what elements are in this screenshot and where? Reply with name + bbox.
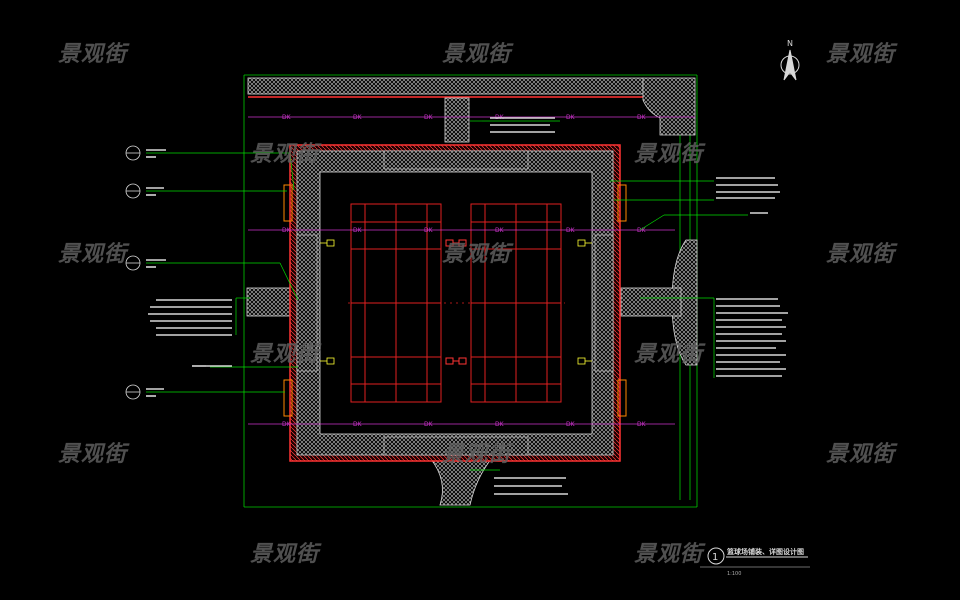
dk-label: DK [282, 421, 292, 428]
watermark: 景观街 [826, 42, 896, 67]
dk-label: DK [637, 114, 647, 121]
annotation-text-bars [146, 117, 788, 495]
watermark: 景观街 [250, 542, 320, 567]
dk-label: DK [566, 227, 576, 234]
dk-label: DK [282, 227, 292, 234]
watermark: 景观街 [250, 342, 320, 367]
dk-label: DK [424, 114, 434, 121]
watermark: 景观街 [442, 42, 512, 67]
dk-label: DK [637, 421, 647, 428]
dk-label: DK [353, 421, 363, 428]
light-markers [320, 239, 592, 365]
title-number: 1 [712, 552, 718, 563]
watermark: 景观街 [442, 242, 512, 267]
dk-label: DK [282, 114, 292, 121]
dk-label: DK [637, 227, 647, 234]
top-paving-strip [247, 77, 696, 136]
watermark: 景观街 [826, 442, 896, 467]
dk-label: DK [424, 227, 434, 234]
watermark: 景观街 [826, 242, 896, 267]
watermark: 景观街 [634, 342, 704, 367]
watermark: 景观街 [442, 442, 512, 467]
watermark: 景观街 [634, 142, 704, 167]
watermark: 景观街 [58, 442, 128, 467]
dk-label: DK [566, 421, 576, 428]
benches [445, 239, 467, 365]
watermark: 景观街 [250, 142, 320, 167]
west-connector [246, 287, 294, 317]
dk-label: DK [495, 421, 505, 428]
dk-label: DK [424, 421, 434, 428]
north-label: N [787, 39, 793, 48]
court-right [470, 203, 562, 403]
title-text: 篮球场铺装、详图设计图 [726, 547, 804, 556]
east-connector [620, 287, 682, 317]
watermark: 景观街 [634, 542, 704, 567]
north-arrow [780, 49, 800, 81]
dk-label: DK [495, 227, 505, 234]
title-scale: 1:100 [727, 571, 741, 577]
leader-lines [146, 120, 748, 471]
watermark: 景观街 [58, 42, 128, 67]
dk-label: DK [353, 227, 363, 234]
dk-label: DK [566, 114, 576, 121]
watermark: 景观街 [58, 242, 128, 267]
dk-label: DK [353, 114, 363, 121]
detail-callouts [125, 145, 141, 400]
north-connector [444, 97, 470, 143]
axis-lines [248, 116, 695, 425]
title-block [700, 547, 810, 568]
